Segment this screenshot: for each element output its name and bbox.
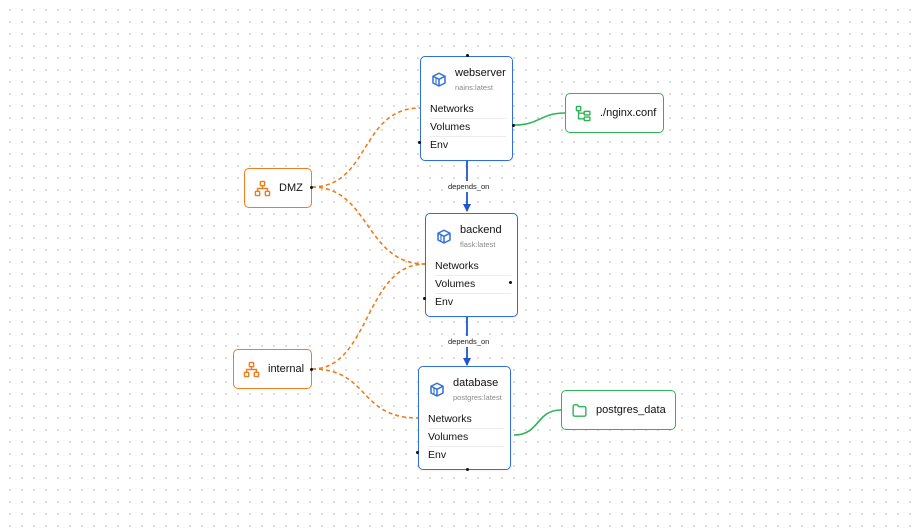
box-icon: [437, 229, 451, 244]
service-row-env[interactable]: Env: [428, 449, 447, 461]
handle-bottom[interactable]: [466, 468, 469, 471]
handle-left[interactable]: [418, 141, 421, 144]
handle-left[interactable]: [416, 451, 419, 454]
folder-icon: [572, 403, 587, 417]
handle-right[interactable]: [310, 186, 313, 189]
handle-left[interactable]: [423, 297, 426, 300]
edge-dmz-backend: [311, 186, 426, 265]
network-node-dmz[interactable]: DMZ: [244, 168, 312, 208]
service-image: flask:latest: [460, 240, 496, 249]
service-row-networks[interactable]: Networks: [428, 411, 504, 429]
handle-right[interactable]: [509, 281, 512, 284]
network-hierarchy-icon: [243, 361, 260, 377]
service-row-networks[interactable]: Networks: [435, 258, 511, 276]
edge-database-postgres: [513, 409, 562, 436]
depends-on-label: depends_on: [446, 336, 492, 347]
service-header: webserver nains:latest: [421, 57, 512, 101]
service-header: backend flask:latest: [426, 214, 517, 258]
service-header: database postgres:latest: [419, 367, 510, 411]
network-name: DMZ: [279, 182, 303, 194]
edge-webserver-nginx: [513, 112, 566, 126]
service-row-volumes[interactable]: Volumes: [435, 276, 511, 294]
service-name: webserver: [455, 67, 506, 79]
service-name: database: [453, 377, 499, 389]
box-icon: [430, 382, 444, 397]
service-row-volumes[interactable]: Volumes: [428, 429, 504, 447]
network-name: internal: [268, 363, 305, 375]
volume-node-postgres-data[interactable]: postgres_data: [561, 390, 676, 430]
service-row-volumes[interactable]: Volumes: [430, 119, 506, 137]
volume-name: ./nginx.conf: [600, 107, 657, 119]
service-node-backend[interactable]: backend flask:latest Networks Volumes En…: [425, 213, 518, 317]
service-image: nains:latest: [455, 83, 493, 92]
depends-on-label: depends_on: [446, 181, 492, 192]
volume-name: postgres_data: [596, 404, 666, 416]
volume-node-nginx-conf[interactable]: ./nginx.conf: [565, 93, 664, 133]
handle-top[interactable]: [466, 54, 469, 57]
handle-right[interactable]: [310, 368, 313, 371]
file-tree-icon: [575, 105, 591, 121]
service-name: backend: [460, 224, 502, 236]
service-node-webserver[interactable]: webserver nains:latest Networks Volumes …: [420, 56, 513, 161]
network-node-internal[interactable]: internal: [233, 349, 312, 389]
edge-internal-database: [311, 368, 419, 419]
service-node-database[interactable]: database postgres:latest Networks Volume…: [418, 366, 511, 470]
service-image: postgres:latest: [453, 393, 502, 402]
service-row-networks[interactable]: Networks: [430, 101, 506, 119]
handle-right[interactable]: [512, 124, 515, 127]
network-hierarchy-icon: [254, 180, 271, 196]
edge-dmz-webserver: [311, 107, 421, 188]
edge-internal-backend: [311, 263, 426, 370]
service-row-env[interactable]: Env: [435, 296, 454, 308]
service-row-env[interactable]: Env: [430, 139, 449, 151]
box-icon: [432, 72, 446, 87]
